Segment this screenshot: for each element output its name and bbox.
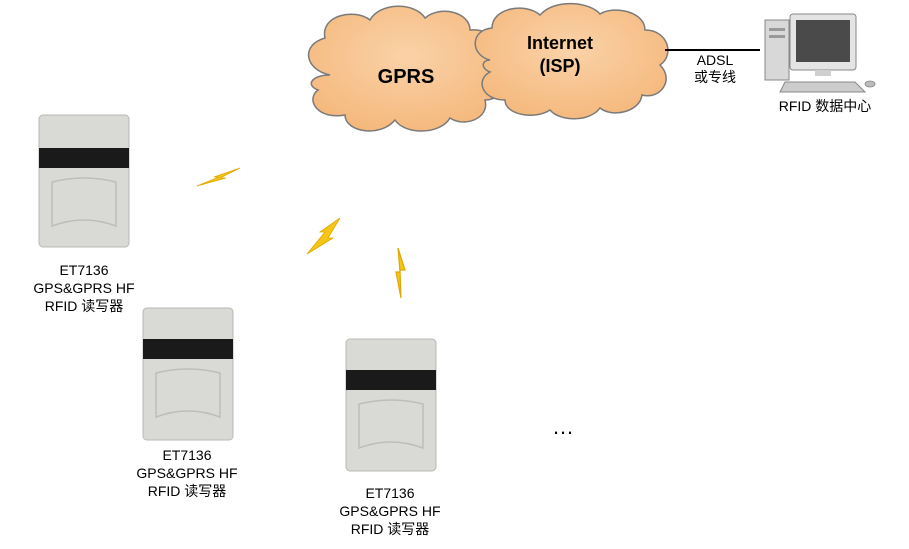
reader-caption: ET7136 GPS&GPRS HF RFID 读写器: [117, 446, 257, 500]
adsl-label-line1: ADSL: [696, 52, 734, 68]
lightning-icon: [395, 247, 406, 299]
reader-model: ET7136: [162, 447, 212, 463]
internet-cloud: [474, 2, 669, 120]
reader-type: GPS&GPRS HF: [136, 465, 238, 481]
reader-name: RFID 读写器: [350, 521, 430, 537]
reader-model: ET7136: [365, 485, 415, 501]
reader-type: GPS&GPRS HF: [33, 280, 135, 296]
computer-icon: [764, 13, 876, 93]
more-indicator: …: [552, 414, 576, 439]
internet-label: Internet (ISP): [510, 32, 610, 78]
reader-type: GPS&GPRS HF: [339, 503, 441, 519]
reader-name: RFID 读写器: [44, 298, 124, 314]
rfid-reader-device: [345, 338, 437, 472]
lightning-icon: [196, 167, 241, 187]
gprs-label: GPRS: [377, 66, 435, 88]
rfid-reader-device: [38, 114, 130, 248]
reader-name: RFID 读写器: [147, 483, 227, 499]
internet-label-line2: (ISP): [539, 56, 581, 76]
internet-label-line1: Internet: [526, 33, 593, 53]
adsl-label: ADSL 或专线: [680, 52, 750, 86]
reader-caption: ET7136 GPS&GPRS HF RFID 读写器: [14, 261, 154, 315]
lightning-icon: [306, 217, 341, 255]
reader-model: ET7136: [59, 262, 109, 278]
adsl-label-line2: 或专线: [694, 69, 736, 85]
rfid-reader-device: [142, 307, 234, 441]
server-caption: RFID 数据中心: [778, 98, 872, 114]
reader-caption: ET7136 GPS&GPRS HF RFID 读写器: [320, 484, 460, 538]
